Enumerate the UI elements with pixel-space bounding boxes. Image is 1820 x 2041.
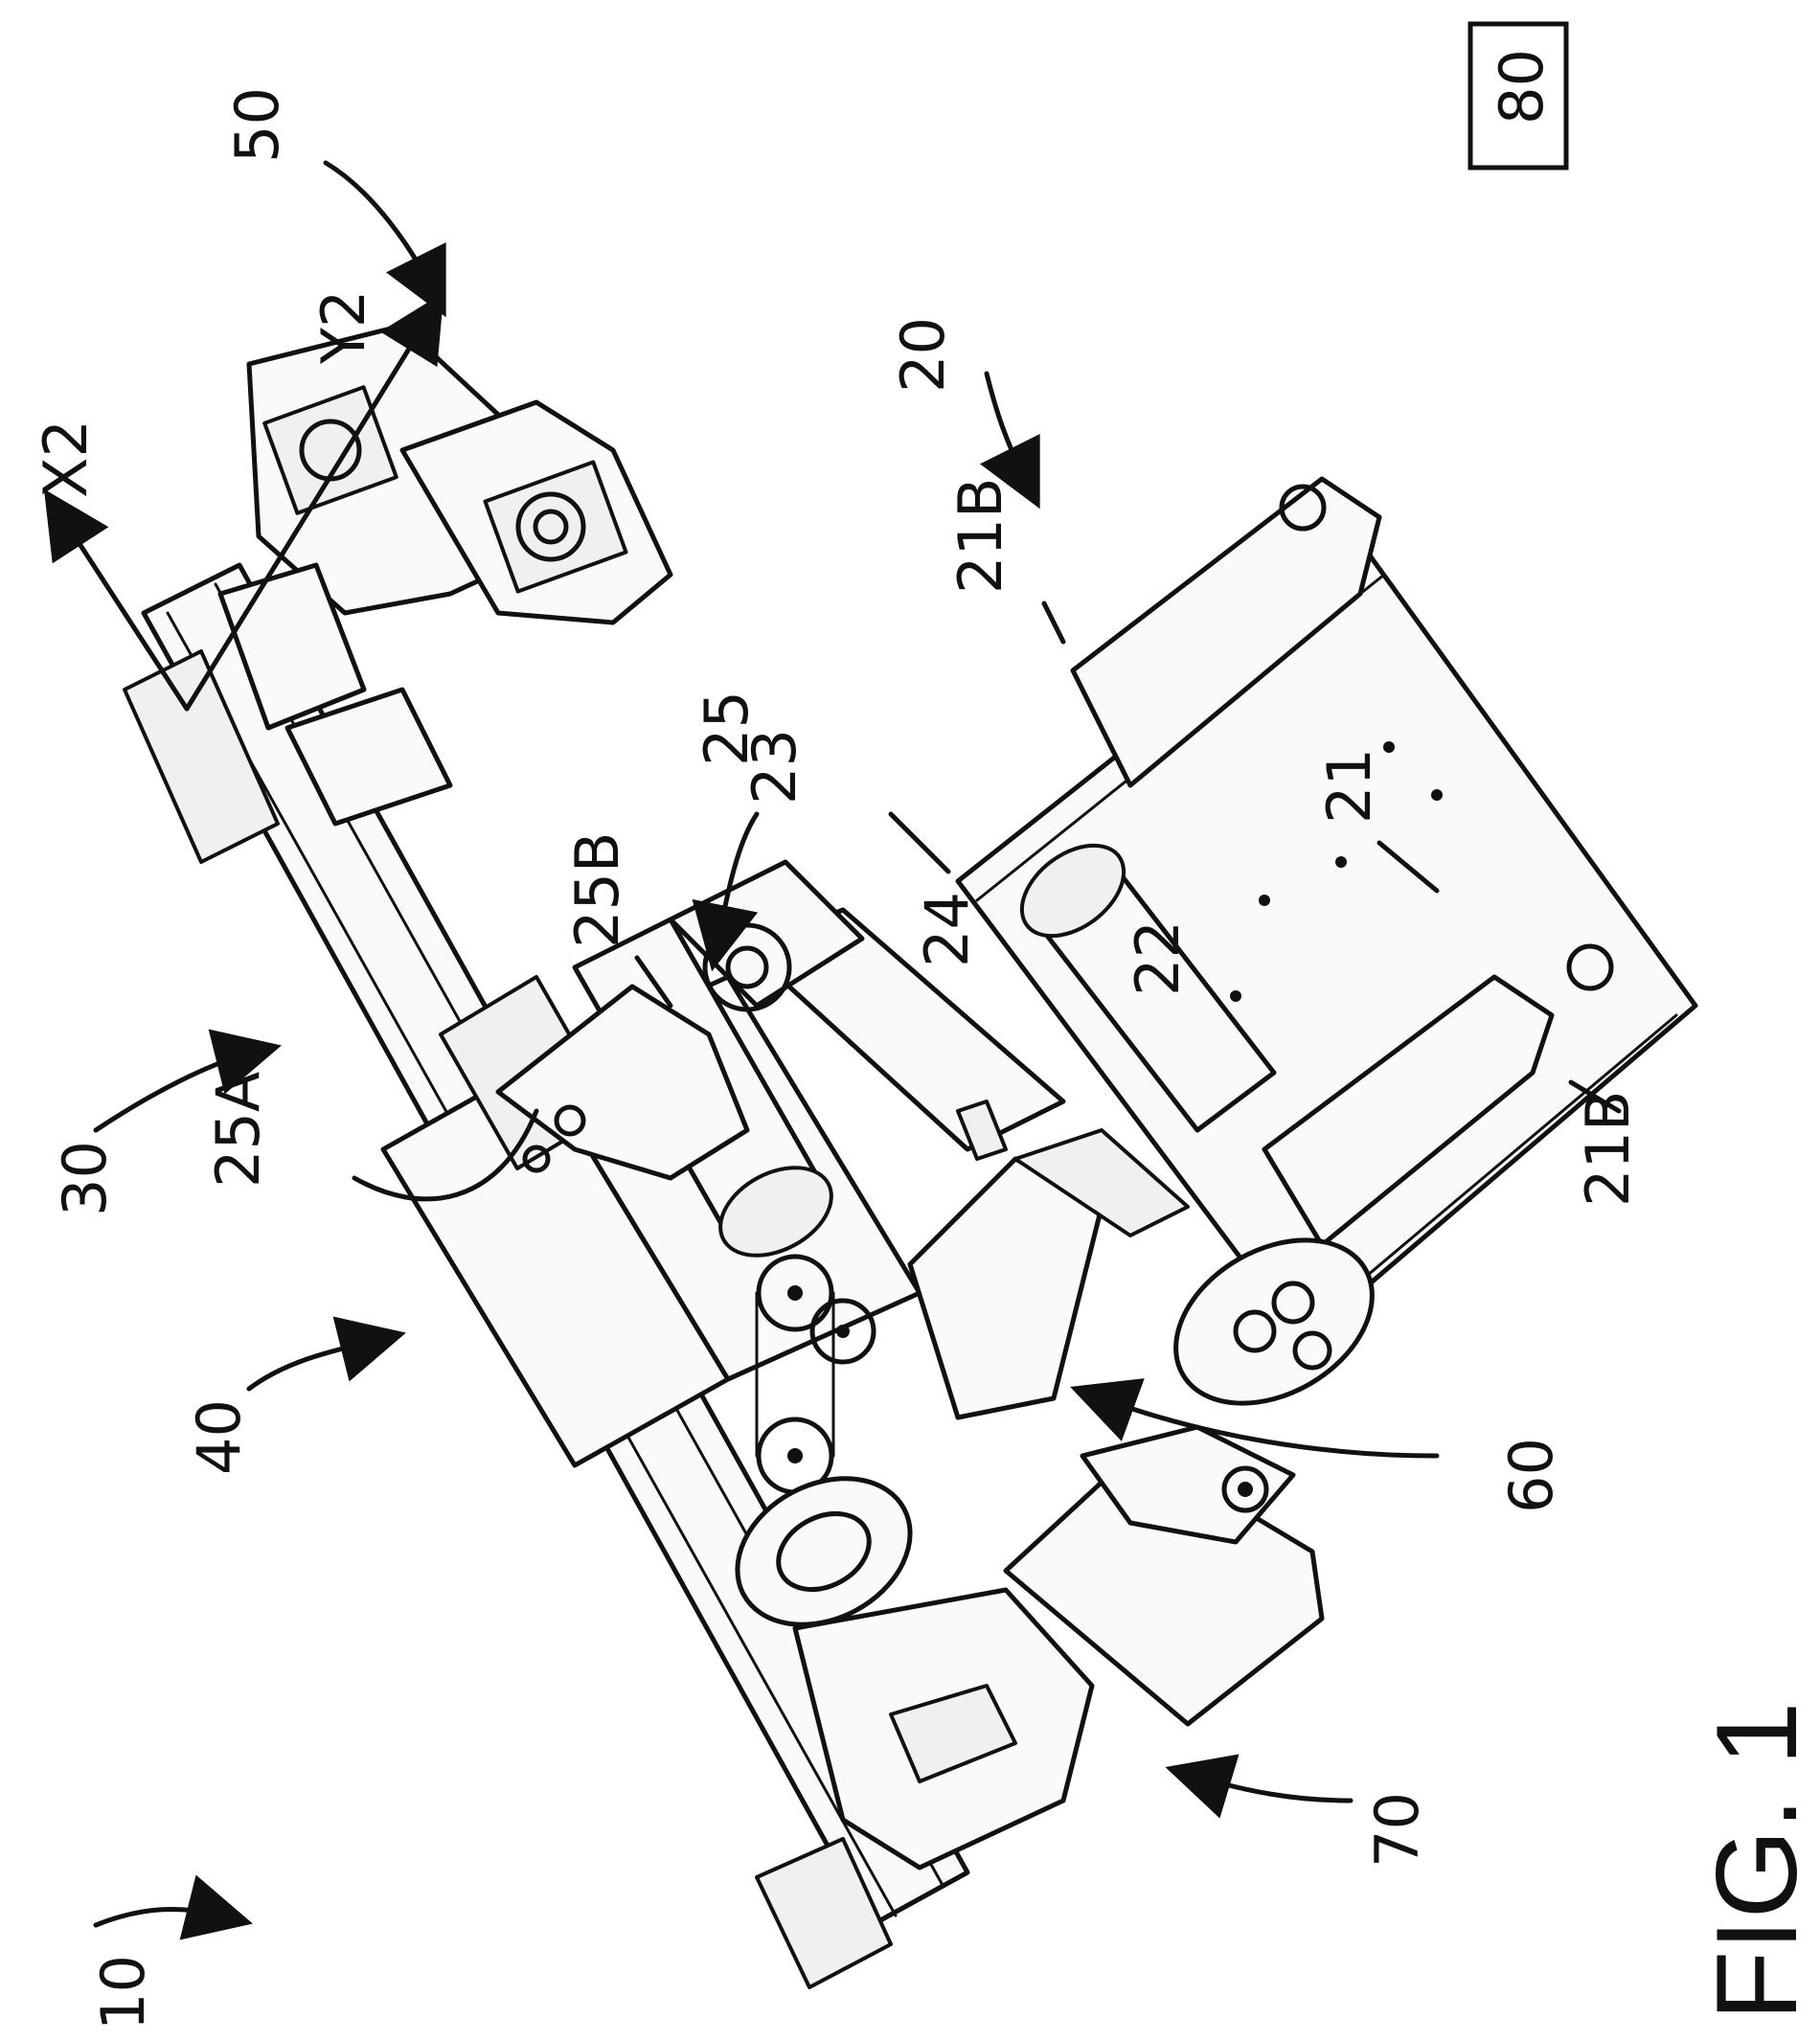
label-20: 20 <box>888 317 958 393</box>
label-10: 10 <box>88 1955 158 2030</box>
label-22: 22 <box>1123 920 1193 996</box>
sheet-number: 80 <box>1487 49 1557 125</box>
label-25B: 25B <box>562 832 632 948</box>
link-arm <box>910 1130 1188 1417</box>
label-21B-top: 21B <box>945 478 1015 594</box>
label-21B-bottom: 21B <box>1573 1091 1643 1207</box>
label-40: 40 <box>184 1399 254 1475</box>
sheet-number-box: 80 <box>1470 24 1566 168</box>
figure-caption: FIG. 1 <box>1693 1702 1820 2021</box>
label-Y2: Y2 <box>308 290 378 365</box>
label-25: 25 <box>692 691 762 766</box>
label-70: 70 <box>1362 1792 1432 1868</box>
label-60: 60 <box>1496 1438 1566 1513</box>
label-X2: X2 <box>31 420 101 498</box>
label-24: 24 <box>912 892 982 967</box>
label-30: 30 <box>50 1141 120 1216</box>
label-21: 21 <box>1314 748 1384 824</box>
label-50: 50 <box>222 87 292 163</box>
label-25A: 25A <box>203 1072 273 1188</box>
